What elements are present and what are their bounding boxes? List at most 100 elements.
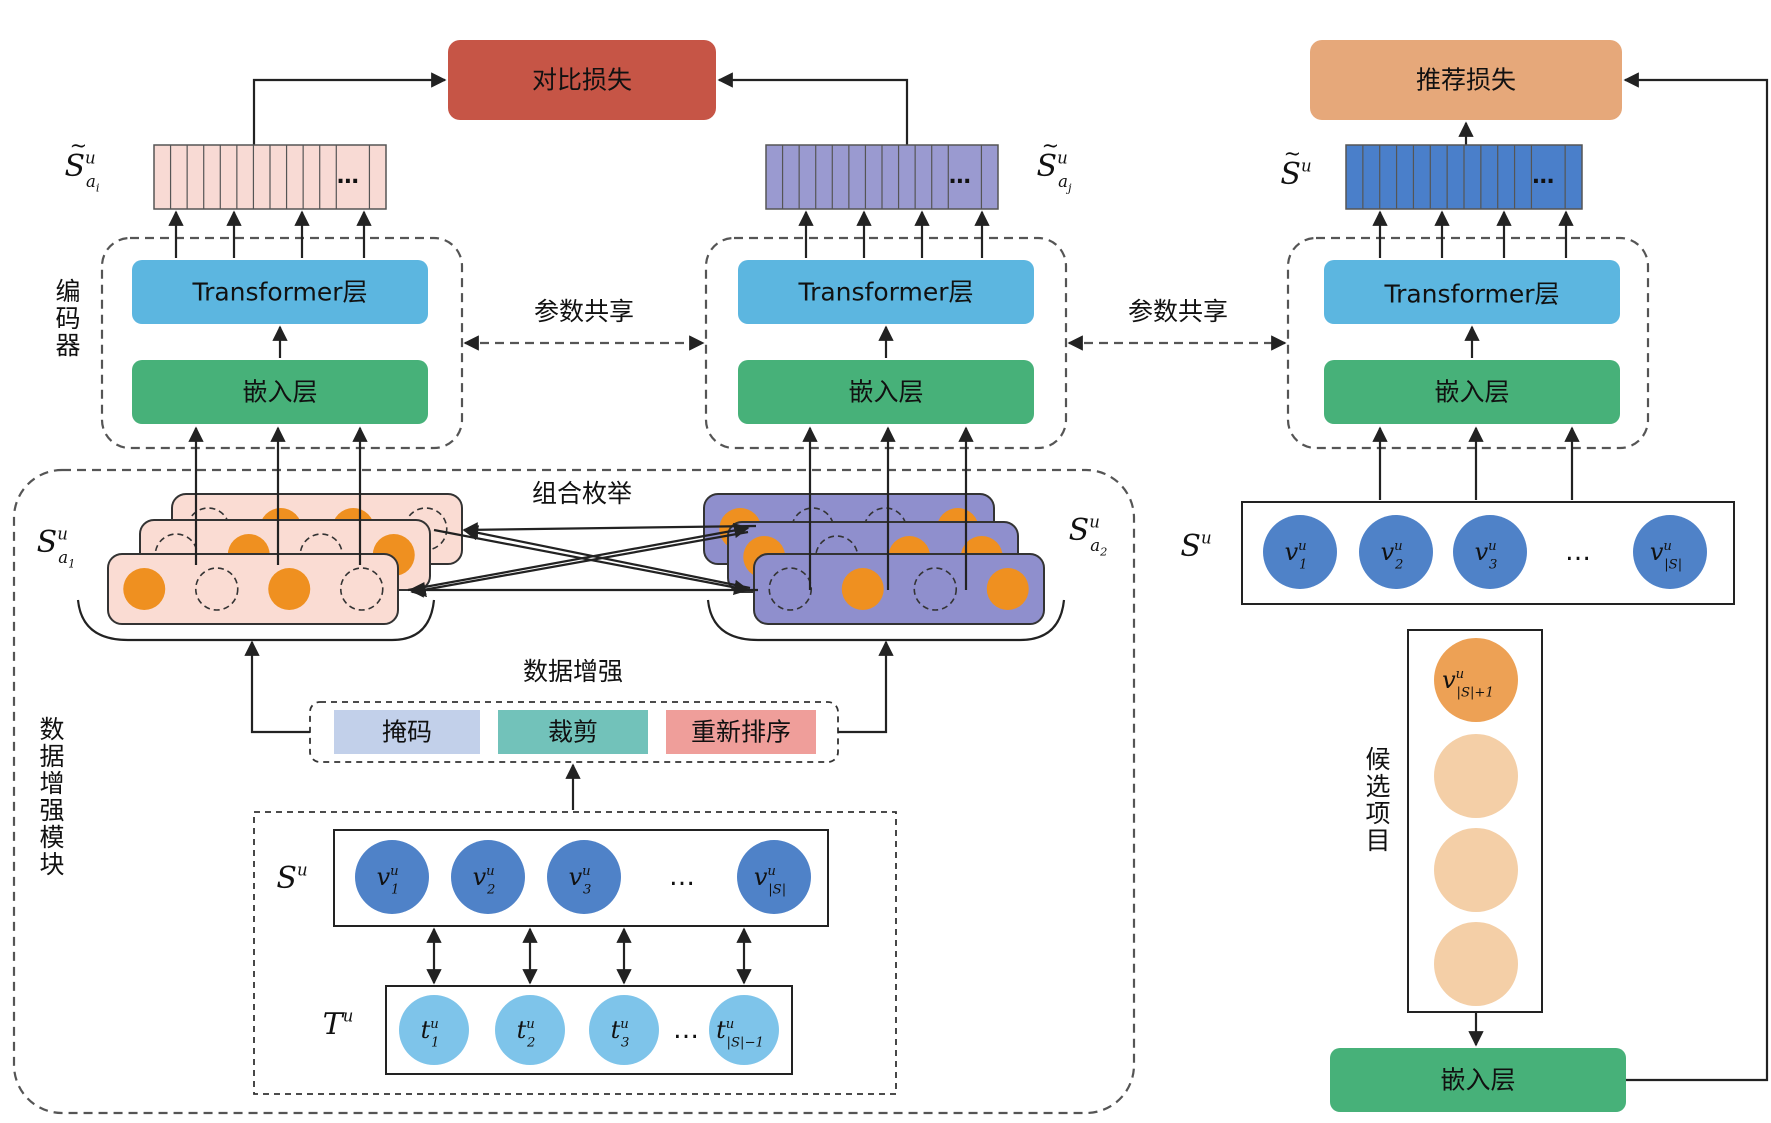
- cross-arrow-4: [410, 530, 749, 598]
- candidate-item-circle: [1434, 828, 1518, 912]
- vector-ellipsis: …: [1532, 164, 1554, 189]
- item-circle: [451, 840, 525, 914]
- ellipsis: …: [673, 1015, 699, 1045]
- arrow-aug-to-left-stack: [244, 640, 310, 734]
- encoder-label: 编码器: [55, 277, 80, 360]
- transformer-layer-right: [1324, 260, 1620, 324]
- candidate-embedding-label: 嵌入层: [1440, 1066, 1515, 1095]
- augmentation-box: [666, 710, 816, 754]
- output-vector-a-j: …: [765, 144, 999, 210]
- item-circle: [399, 995, 469, 1065]
- transformer-layer-left: [132, 260, 428, 324]
- output-vector-s: …: [1345, 144, 1583, 210]
- data-augmentation-module-frame: [12, 468, 1136, 1115]
- embedding-layer-middle: [738, 360, 1034, 424]
- item-circle: [589, 995, 659, 1065]
- candidate-item-circle: [1434, 922, 1518, 1006]
- augmented-sequence-card: [753, 553, 1045, 625]
- math-label: vu|S|: [1650, 538, 1682, 573]
- masked-item: [339, 567, 384, 611]
- cross-arrow-1: [462, 522, 757, 538]
- encoder-frame-right: [1286, 236, 1650, 450]
- candidate-embedding-layer: [1330, 1048, 1626, 1112]
- encoder-frame-left: [100, 236, 464, 450]
- math-label: vu|S|+1: [1442, 666, 1494, 701]
- tilde-mark: ~: [70, 134, 88, 158]
- cross-arrow-5: [433, 528, 750, 595]
- embedding-label-middle: 嵌入层: [848, 378, 923, 407]
- augmentation-methods: 掩码 裁剪 重新排序: [334, 710, 816, 754]
- recommendation-loss-label: 推荐损失: [1416, 66, 1516, 95]
- vector-ellipsis: …: [949, 164, 971, 189]
- item-circle: [547, 840, 621, 914]
- data-augmentation-label: 数据增强: [523, 657, 623, 686]
- math-label: Su: [1280, 156, 1311, 192]
- item-circle: [709, 995, 779, 1065]
- transformer-layer-middle: [738, 260, 1034, 324]
- math-label: Su: [1180, 528, 1211, 564]
- item-circle: [355, 840, 429, 914]
- parameter-sharing-label-2: 参数共享: [1128, 297, 1228, 326]
- tilde-mark: ~: [1042, 134, 1060, 158]
- math-label: Tu: [323, 1006, 354, 1042]
- brace-right: [706, 599, 1066, 642]
- orange-item: [841, 568, 884, 610]
- item-circle: [737, 840, 811, 914]
- item-circle: [495, 995, 565, 1065]
- masked-item: [913, 567, 958, 611]
- parameter-sharing-label-1: 参数共享: [534, 297, 634, 326]
- math-label: Su: [276, 860, 307, 896]
- next-item-circle: [1434, 638, 1518, 722]
- item-circle: [1359, 515, 1433, 589]
- brace-left: [76, 599, 436, 642]
- contrastive-loss-box: [448, 40, 716, 120]
- candidate-items: vu|S|+1: [1434, 638, 1518, 1006]
- ellipsis: …: [1565, 537, 1591, 567]
- item-circle: [1633, 515, 1707, 589]
- arrow-left-to-contrastive: [252, 72, 447, 145]
- original-sequence-block: [253, 811, 897, 1095]
- vector-ellipsis: …: [337, 164, 359, 189]
- tilde-mark: ~: [1284, 142, 1302, 166]
- augmentation-label: 掩码: [382, 718, 432, 747]
- augmentation-label: 裁剪: [548, 718, 598, 747]
- cross-arrow-2: [462, 525, 751, 590]
- recommendation-loss-box: [1310, 40, 1622, 120]
- embedding-layer-left: [132, 360, 428, 424]
- candidate-vertical-label: 候选项目: [1365, 745, 1390, 855]
- embedding-layer-right: [1324, 360, 1620, 424]
- augmentation-label: 重新排序: [691, 718, 791, 747]
- embedding-label-right: 嵌入层: [1434, 378, 1509, 407]
- augmentation-box: [498, 710, 648, 754]
- masked-item: [194, 567, 239, 611]
- orange-item: [123, 568, 166, 610]
- encoder-frame-middle: [704, 236, 1068, 450]
- augmented-sequence-cards: [107, 493, 1045, 625]
- data-augmentation-module-label: 数据增强模块: [39, 715, 64, 879]
- output-vector-a-i: …: [153, 144, 387, 210]
- item-circle: [1263, 515, 1337, 589]
- module-vertical-label: 数据增强模块: [39, 715, 64, 879]
- math-label: vu|S|: [754, 863, 786, 898]
- arrow-aug-to-right-stack: [838, 640, 894, 734]
- cross-arrow-6: [407, 522, 750, 592]
- embedding-label-left: 嵌入层: [242, 378, 317, 407]
- transformer-label-middle: Transformer层: [797, 278, 973, 307]
- ellipsis: …: [669, 862, 695, 892]
